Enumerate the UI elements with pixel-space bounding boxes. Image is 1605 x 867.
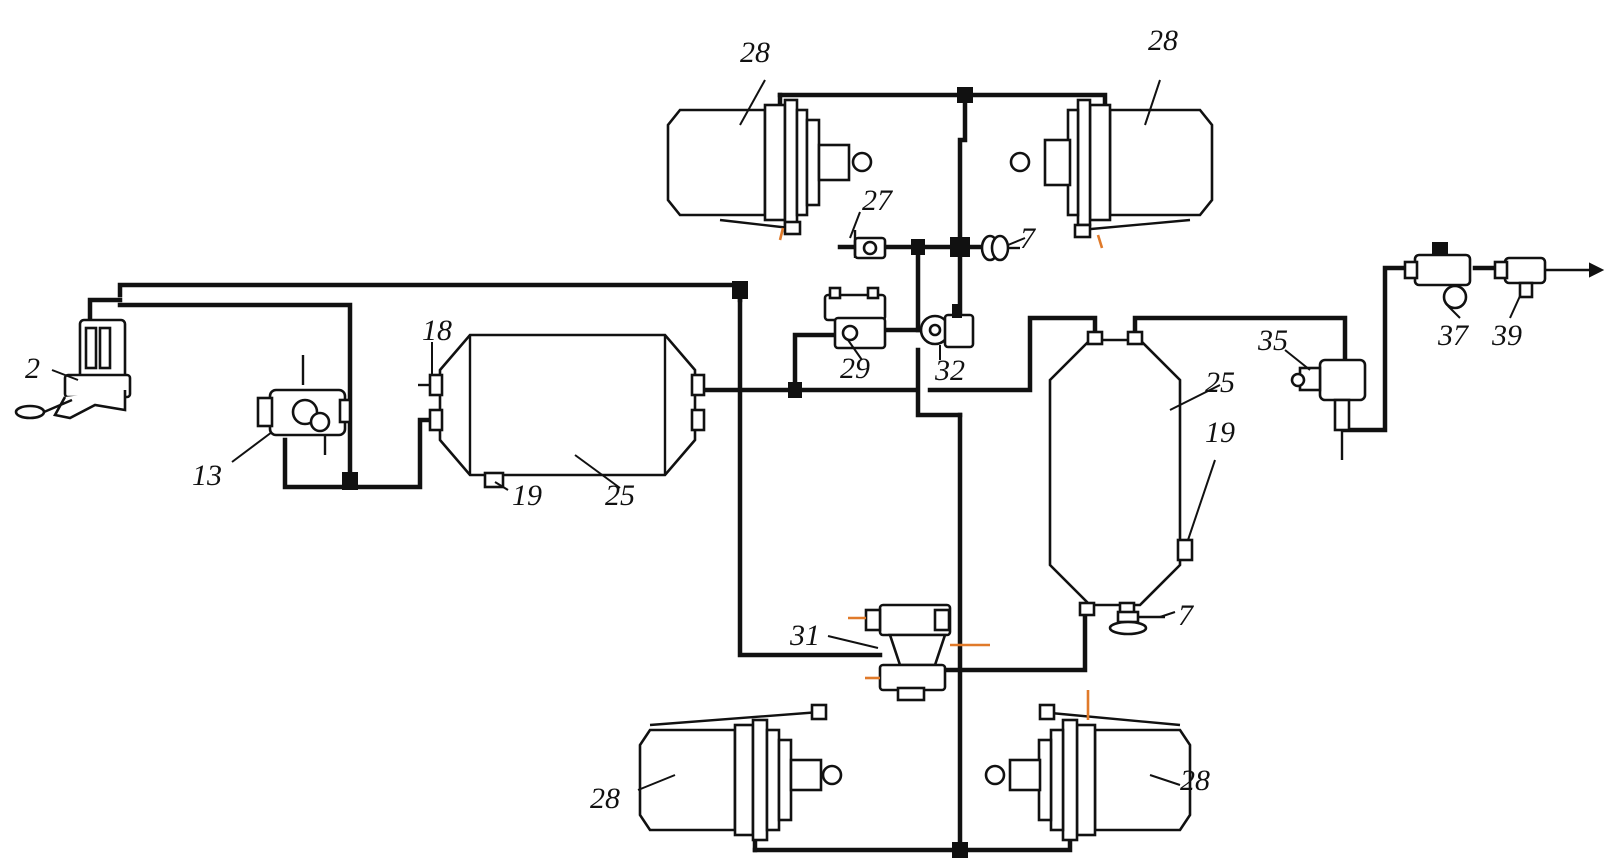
valve-37 — [1403, 242, 1472, 310]
brake-valve-2 — [14, 318, 132, 420]
pressure-regulator-13 — [256, 355, 352, 455]
brake-chamber-rear-right-28 — [984, 690, 1192, 842]
callout-19-left: 19 — [512, 479, 542, 512]
callout-39: 39 — [1491, 319, 1522, 352]
callout-labels: 2 13 18 19 25 27 7 29 32 28 28 25 19 31 … — [25, 24, 1522, 815]
callout-28-front-left: 28 — [740, 36, 770, 69]
callout-31: 31 — [789, 619, 820, 652]
callout-28-rear-right: 28 — [1180, 764, 1210, 797]
pipe-trailer-up — [1342, 265, 1418, 433]
pipe-front-vertical — [957, 92, 968, 248]
valve-29 — [823, 286, 887, 350]
valve-35 — [1290, 358, 1367, 460]
callout-35: 35 — [1257, 324, 1288, 357]
callout-7-rear: 7 — [1178, 599, 1195, 632]
valve-7-front — [980, 234, 1020, 262]
brake-chamber-front-right-28 — [1009, 98, 1214, 249]
callout-19-right: 19 — [1205, 416, 1235, 449]
callout-2: 2 — [25, 352, 40, 385]
callout-28-rear-left: 28 — [590, 782, 620, 815]
valve-27 — [853, 230, 887, 260]
fitting-front-tee — [911, 237, 970, 257]
callout-28-front-right: 28 — [1148, 24, 1178, 57]
pipe-32-right-tank — [927, 315, 1098, 393]
coupling-39 — [1493, 256, 1605, 299]
leader-lines — [51, 79, 1521, 791]
brake-chamber-rear-left-28 — [638, 703, 843, 842]
pipe-compressor-main — [117, 282, 743, 303]
pipe-regulator-tank — [282, 417, 443, 490]
pipe-right-tank-31 — [897, 607, 1088, 673]
pipe-right-tank-trailer — [1132, 315, 1348, 383]
callout-13: 13 — [192, 459, 222, 492]
pipe-tee-down — [737, 297, 883, 658]
valve-32 — [919, 304, 975, 349]
air-receiver-right-25 — [1048, 330, 1194, 617]
pipe-rear-crossbar — [752, 837, 1073, 853]
valve-31 — [848, 603, 990, 702]
callout-25-left: 25 — [605, 479, 635, 512]
callout-29: 29 — [840, 352, 870, 385]
valve-7-rear — [1108, 610, 1165, 636]
tee-fittings — [342, 87, 973, 858]
callout-32: 32 — [934, 354, 965, 387]
pipe-32-rear — [915, 347, 963, 418]
air-receiver-left-25 — [418, 333, 706, 489]
callout-27: 27 — [862, 184, 894, 217]
pipe-front-crossbar — [777, 92, 1108, 118]
callout-7-front: 7 — [1020, 222, 1037, 255]
callout-37: 37 — [1437, 319, 1470, 352]
callout-25-right: 25 — [1205, 366, 1235, 399]
pipe-valve29-feed — [792, 332, 838, 393]
callout-18: 18 — [422, 314, 452, 347]
brake-chamber-front-left-28 — [666, 98, 873, 241]
